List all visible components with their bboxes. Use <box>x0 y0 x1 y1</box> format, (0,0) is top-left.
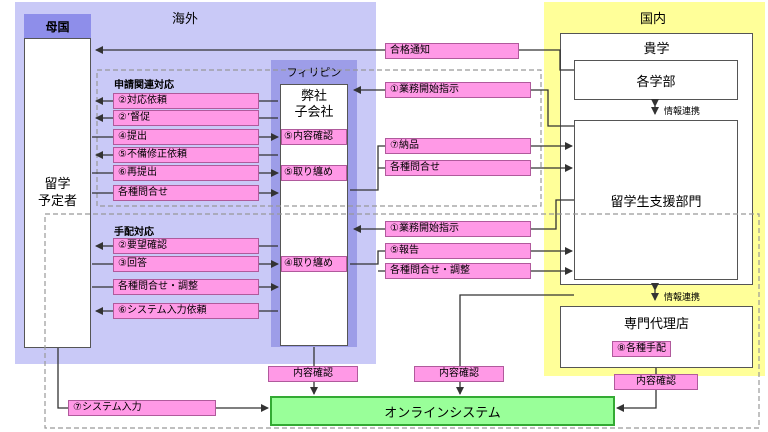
section-arrangement: 手配対応 <box>114 227 154 238</box>
agency-title: 専門代理店 <box>623 317 689 332</box>
arrangement-dashed-frame <box>44 213 760 429</box>
label-urge: ②’督促 <box>113 110 259 126</box>
label-confirm-2: 内容確認 <box>414 366 504 382</box>
label-start-work-1: ①業務開始指示 <box>385 82 531 98</box>
subsidiary-label: 弊社 子会社 <box>294 89 334 120</box>
label-inquiries-adjust-1: 各種問合せ・調整 <box>113 279 259 295</box>
cooperation-label-bottom: 情報連携 <box>664 293 701 303</box>
arrow-confirm-2 <box>456 294 574 395</box>
arrow-acceptance <box>95 46 574 71</box>
section-application: 申請関連対応 <box>114 80 174 91</box>
support-dept-label: 留学生支援部門 <box>610 194 702 210</box>
student-box: 留学 予定者 <box>24 38 91 348</box>
label-request-response: ②対応依頼 <box>113 93 259 109</box>
departments-label: 各学部 <box>636 74 676 90</box>
label-system-input-request: ⑥システム入力依頼 <box>113 303 259 319</box>
label-system-input: ⑦システム入力 <box>68 400 216 416</box>
label-resubmit: ⑥再提出 <box>113 165 259 181</box>
online-system-box: オンラインシステム <box>270 396 615 426</box>
subsidiary-box: 弊社 子会社 <box>280 84 348 346</box>
abroad-title: 海外 <box>172 12 199 27</box>
label-fix-deficiency: ⑤不備修正依頼 <box>113 147 259 163</box>
label-inquiries-1: 各種問合せ <box>113 185 259 201</box>
label-confirm-1: 内容確認 <box>268 366 358 382</box>
label-confirm-contents-ph: ⑤内容確認 <box>281 129 347 145</box>
philippines-title: フィリピン <box>286 66 342 79</box>
application-dashed-frame <box>96 69 542 207</box>
domestic-title: 国内 <box>640 12 667 27</box>
label-confirm-wishes: ②要望確認 <box>113 238 259 254</box>
agency-box <box>560 306 753 368</box>
label-submit: ④提出 <box>113 129 259 145</box>
cooperation-label-top: 情報連携 <box>664 107 701 117</box>
arrange-label: ⑧各種手配 <box>612 341 671 357</box>
label-compile-1: ⑤取り纏め <box>281 165 347 181</box>
label-confirm-3: 内容確認 <box>614 374 698 390</box>
university-title: 貴学 <box>643 42 670 57</box>
label-inquiries-2: 各種問合せ <box>385 160 531 176</box>
label-inquiries-adjust-2: 各種問合せ・調整 <box>385 263 531 279</box>
online-system-label: オンラインシステム <box>384 405 501 421</box>
student-label: 留学 予定者 <box>37 177 77 209</box>
departments-box: 各学部 <box>574 60 738 100</box>
support-dept-box: 留学生支援部門 <box>574 120 738 280</box>
label-start-work-2: ①業務開始指示 <box>385 221 531 237</box>
label-acceptance: 合格通知 <box>385 43 519 59</box>
label-answer: ③回答 <box>113 256 259 272</box>
arrow-system-input <box>57 348 269 412</box>
label-compile-2: ④取り纏め <box>281 256 347 272</box>
label-report: ⑤報告 <box>385 243 531 259</box>
homeland-title: 母国 <box>24 14 91 38</box>
label-delivery: ⑦納品 <box>385 138 531 154</box>
